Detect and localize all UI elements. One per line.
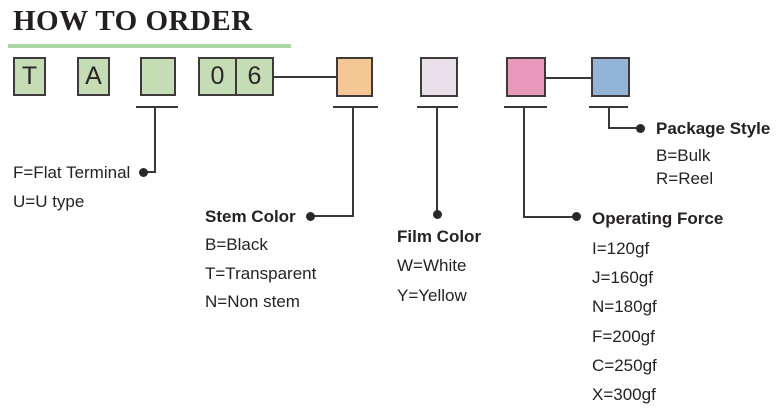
package-connector-stem	[608, 106, 610, 129]
film-option-white: W=White	[397, 256, 467, 275]
force-option-160: J=160gf	[592, 268, 653, 287]
stem-option-black: B=Black	[205, 235, 268, 254]
title-underline	[8, 44, 291, 48]
force-dot	[572, 212, 581, 221]
stem-option-nonstem: N=Non stem	[205, 292, 300, 311]
force-option-120: I=120gf	[592, 239, 650, 258]
film-color-heading: Film Color	[397, 227, 482, 246]
code-digit: 6	[247, 62, 262, 90]
stem-connector-bar	[333, 106, 378, 108]
package-option-bulk: B=Bulk	[656, 146, 711, 165]
force-option-200: F=200gf	[592, 327, 655, 346]
stem-connector-elbow	[312, 215, 354, 217]
force-connector-elbow	[523, 216, 574, 218]
package-style-heading: Package Style	[656, 119, 771, 138]
code-letter: T	[21, 62, 38, 90]
terminal-option-flat: F=Flat Terminal	[13, 163, 131, 182]
terminal-connector-stem	[154, 106, 156, 173]
force-option-300: X=300gf	[592, 385, 656, 404]
film-option-yellow: Y=Yellow	[397, 286, 467, 305]
package-dot	[636, 124, 645, 133]
code-digit: 0	[210, 62, 225, 90]
code-box-package-style	[591, 57, 630, 97]
film-connector-stem	[436, 106, 438, 213]
terminal-option-utype: U=U type	[13, 192, 85, 211]
package-option-reel: R=Reel	[656, 169, 714, 188]
code-letter: A	[85, 62, 102, 90]
code-box-operating-force	[506, 57, 546, 97]
code-box-size-06: 0 6	[198, 57, 274, 96]
operating-force-heading: Operating Force	[592, 209, 724, 228]
stem-dot	[306, 212, 315, 221]
force-option-250: C=250gf	[592, 356, 657, 375]
stem-option-transparent: T=Transparent	[205, 264, 317, 283]
force-option-180: N=180gf	[592, 297, 657, 316]
connector-force-to-package	[546, 77, 591, 79]
stem-connector-stem	[352, 106, 354, 217]
terminal-dot	[139, 168, 148, 177]
terminal-connector-bar	[136, 106, 178, 108]
code-box-stem-color	[336, 57, 373, 97]
cell-divider	[235, 59, 237, 94]
code-box-film-color	[420, 57, 458, 97]
package-connector-elbow	[608, 127, 638, 129]
terminal-connector-elbow	[143, 171, 156, 173]
connector-size-to-stem	[274, 76, 336, 78]
force-connector-stem	[523, 106, 525, 218]
code-box-terminal-type	[140, 57, 176, 96]
force-connector-bar	[504, 106, 547, 108]
stem-color-heading: Stem Color	[205, 207, 296, 226]
code-box-series: A	[77, 57, 110, 96]
code-box-terminal-prefix: T	[13, 57, 46, 96]
film-dot	[433, 210, 442, 219]
page-title: HOW TO ORDER	[13, 5, 253, 37]
